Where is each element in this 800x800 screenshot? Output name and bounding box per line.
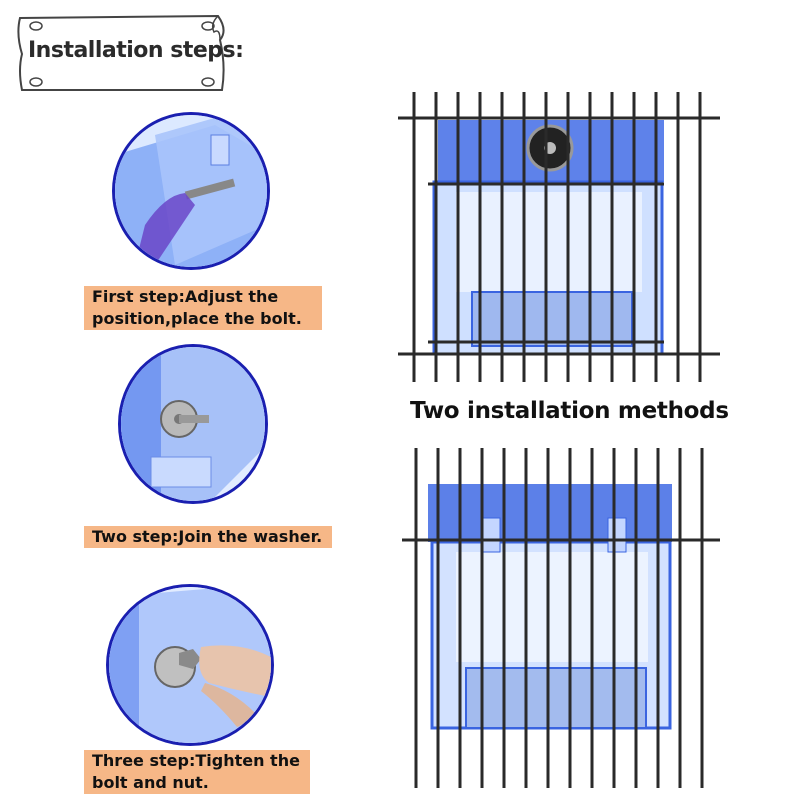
step1-photo	[112, 112, 270, 270]
step1-line1: First step:Adjust the	[92, 287, 279, 306]
method1-photo	[398, 92, 720, 382]
step1-label: First step:Adjust the position,place the…	[84, 286, 322, 330]
step2-line1: Two step:Join the washer.	[92, 527, 323, 546]
step3-line2: bolt and nut.	[92, 773, 209, 792]
method2-photo	[402, 448, 720, 788]
step1-line2: position,place the bolt.	[92, 309, 302, 328]
step3-photo	[106, 584, 274, 746]
installation-steps-banner: Installation steps:	[14, 10, 244, 96]
banner-title: Installation steps:	[28, 38, 244, 63]
step3-line1: Three step:Tighten the	[92, 751, 300, 770]
paper-sign-icon	[17, 14, 225, 91]
step3-label: Three step:Tighten the bolt and nut.	[84, 750, 310, 794]
methods-title: Two installation methods	[410, 398, 729, 424]
step2-photo	[118, 344, 268, 504]
step2-label: Two step:Join the washer.	[84, 526, 332, 548]
